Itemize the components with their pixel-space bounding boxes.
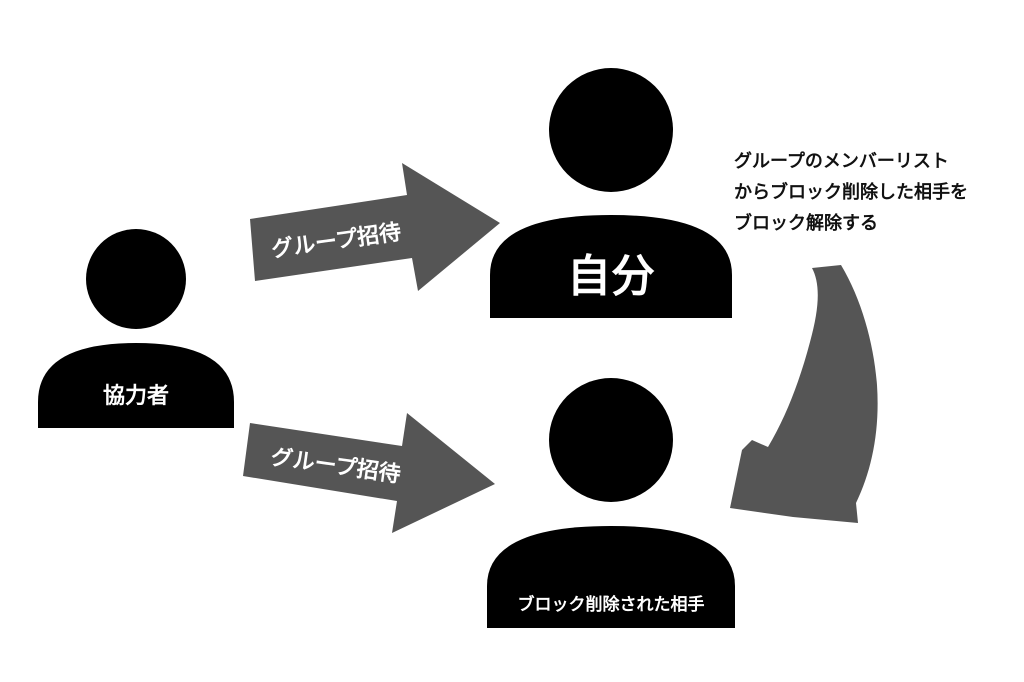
collaborator-head (86, 229, 186, 329)
collaborator-label: 協力者 (102, 384, 169, 409)
person-blocked (487, 378, 735, 628)
self-body (490, 215, 732, 318)
invite-arrow-bottom (243, 413, 495, 533)
person-collaborator (38, 229, 234, 428)
collaborator-body (38, 343, 234, 428)
note-line-3: ブロック解除する (734, 213, 878, 234)
note-line-1: グループのメンバーリスト (734, 151, 949, 172)
self-head (549, 68, 673, 192)
invite-arrow-top (250, 163, 500, 291)
unblock-curved-arrow (730, 265, 878, 523)
self-label: 自分 (567, 251, 655, 302)
blocked-head (549, 378, 673, 502)
person-self (490, 68, 732, 318)
note-line-2: からブロック削除した相手を (734, 182, 968, 203)
blocked-body (487, 526, 735, 628)
unblock-instruction-note: グループのメンバーリスト からブロック削除した相手を ブロック解除する (734, 146, 1018, 239)
blocked-label: ブロック削除された相手 (517, 595, 705, 615)
